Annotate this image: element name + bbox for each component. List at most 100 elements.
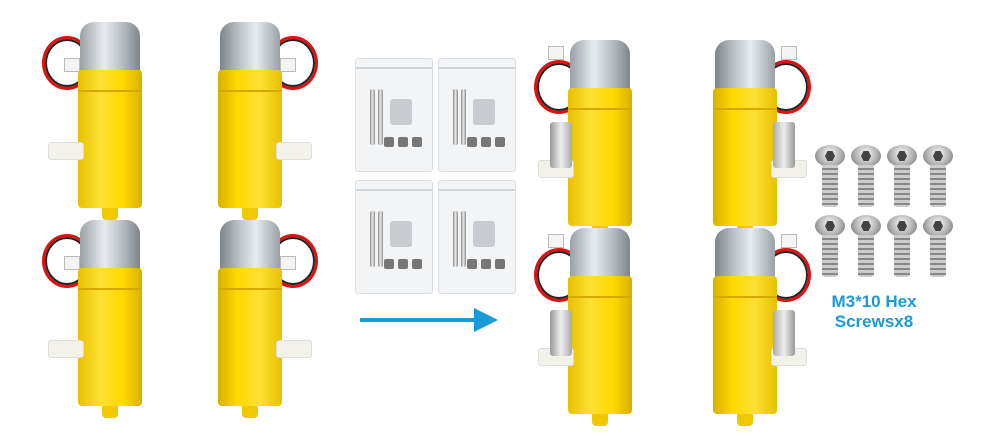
- hex-screw: [851, 145, 881, 207]
- motor-shaft: [276, 340, 312, 358]
- gear-motor: [685, 40, 811, 240]
- motor-cap: [715, 228, 775, 280]
- nut: [467, 259, 477, 269]
- gear-motor: [190, 22, 318, 222]
- screw-rod: [453, 211, 458, 267]
- hex-screw: [887, 145, 917, 207]
- screw-thread: [930, 165, 946, 207]
- wire-connector: [64, 58, 80, 72]
- hex-screw: [815, 215, 845, 277]
- screw-bag: [438, 180, 516, 294]
- screw-rod: [461, 89, 466, 145]
- screw-rod: [378, 89, 383, 145]
- nut: [398, 137, 408, 147]
- gearbox-body: [568, 88, 632, 226]
- screw-bag: [355, 180, 433, 294]
- caption-line-1: M3*10 Hex: [831, 292, 917, 311]
- arrow-icon: [360, 318, 480, 322]
- motor-cap: [570, 228, 630, 280]
- wire-connector: [64, 256, 80, 270]
- screw-rod: [461, 211, 466, 267]
- hex-socket-icon: [815, 215, 845, 237]
- screw-thread: [858, 165, 874, 207]
- nut: [481, 259, 491, 269]
- gearbox-nub: [242, 406, 258, 418]
- gear-motor: [685, 228, 811, 428]
- screw-thread: [822, 235, 838, 277]
- hex-screw: [887, 215, 917, 277]
- mount-plate: [473, 221, 495, 247]
- hex-screw: [815, 145, 845, 207]
- nut: [384, 137, 394, 147]
- wire-connector: [548, 234, 564, 248]
- gearbox-nub: [102, 406, 118, 418]
- hex-socket-icon: [923, 215, 953, 237]
- screw-rod: [370, 211, 375, 267]
- gearbox-body: [713, 276, 777, 414]
- screw-thread: [822, 165, 838, 207]
- gearbox-body: [713, 88, 777, 226]
- wire-connector: [548, 46, 564, 60]
- hex-socket-icon: [815, 145, 845, 167]
- nut: [384, 259, 394, 269]
- gear-motor: [534, 228, 660, 428]
- nut: [481, 137, 491, 147]
- mount-bracket: [773, 310, 795, 356]
- motor-cap: [220, 220, 280, 272]
- screw-rod: [378, 211, 383, 267]
- hex-screw: [923, 215, 953, 277]
- gear-motor: [42, 220, 170, 420]
- gearbox-nub: [242, 208, 258, 220]
- nut: [495, 259, 505, 269]
- nut: [412, 137, 422, 147]
- motor-cap: [80, 220, 140, 272]
- hex-screw: [851, 215, 881, 277]
- gearbox-nub: [102, 208, 118, 220]
- motor-cap: [220, 22, 280, 74]
- screw-bag: [355, 58, 433, 172]
- motor-shaft: [48, 340, 84, 358]
- hex-socket-icon: [851, 145, 881, 167]
- gearbox-body: [78, 268, 142, 406]
- motor-cap: [80, 22, 140, 74]
- nut: [495, 137, 505, 147]
- mount-plate: [390, 221, 412, 247]
- screw-rod: [453, 89, 458, 145]
- caption-line-2: Screwsx8: [834, 312, 914, 331]
- screw-thread: [894, 165, 910, 207]
- motor-cap: [570, 40, 630, 92]
- mount-plate: [473, 99, 495, 125]
- gearbox-nub: [737, 414, 753, 426]
- wire-connector: [781, 234, 797, 248]
- screw-thread: [930, 235, 946, 277]
- nut: [467, 137, 477, 147]
- wire-connector: [280, 256, 296, 270]
- gear-motor: [42, 22, 170, 222]
- mount-bracket: [550, 310, 572, 356]
- screw-caption: M3*10 Hex Screwsx8: [804, 292, 944, 332]
- gearbox-body: [78, 70, 142, 208]
- nut: [398, 259, 408, 269]
- motor-cap: [715, 40, 775, 92]
- wire-connector: [280, 58, 296, 72]
- hex-socket-icon: [923, 145, 953, 167]
- screw-thread: [858, 235, 874, 277]
- gearbox-body: [218, 268, 282, 406]
- hex-socket-icon: [851, 215, 881, 237]
- mount-bracket: [773, 122, 795, 168]
- motor-shaft: [48, 142, 84, 160]
- gear-motor: [190, 220, 318, 420]
- mount-plate: [390, 99, 412, 125]
- gear-motor: [534, 40, 660, 240]
- arrow-head-icon: [474, 308, 498, 332]
- gearbox-nub: [592, 414, 608, 426]
- wire-connector: [781, 46, 797, 60]
- screw-thread: [894, 235, 910, 277]
- gearbox-body: [218, 70, 282, 208]
- hex-socket-icon: [887, 145, 917, 167]
- mount-bracket: [550, 122, 572, 168]
- motor-shaft: [276, 142, 312, 160]
- gearbox-body: [568, 276, 632, 414]
- screw-rod: [370, 89, 375, 145]
